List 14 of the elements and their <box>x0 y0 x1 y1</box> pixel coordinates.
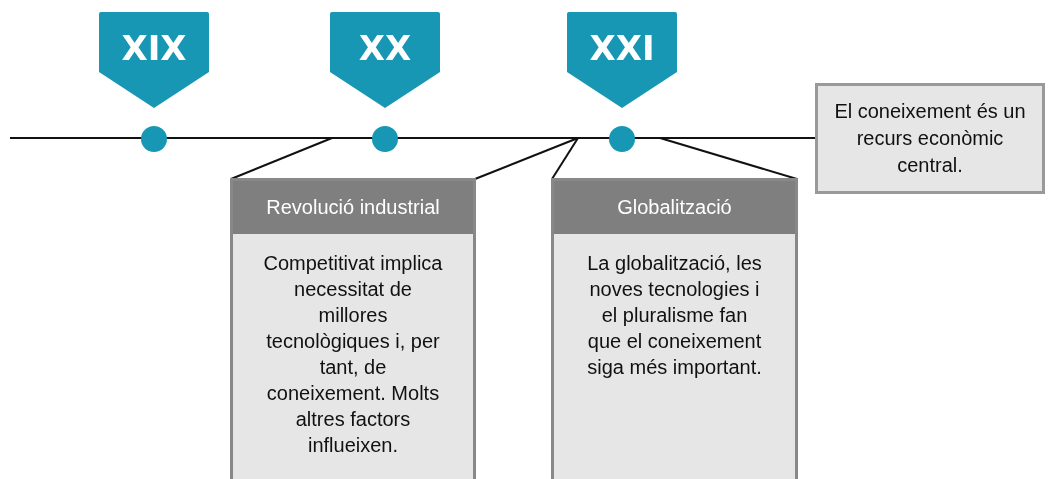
card-heading: Globalització <box>554 181 795 234</box>
timeline-line <box>10 137 815 139</box>
card-heading: Revolució industrial <box>233 181 473 234</box>
note-box: El coneixement és un recurs econòmic central. <box>815 83 1045 194</box>
century-marker: XXI <box>567 12 677 108</box>
period-card <box>551 178 798 479</box>
century-marker: XIX <box>99 12 209 108</box>
card-text: La globalització, les noves tecnologies i el pluralisme fan que el coneixement siga més important. <box>586 251 763 380</box>
period-card <box>230 178 476 479</box>
connector-line <box>551 137 579 180</box>
card-text: Competitivat implica necessitat de millores tecnològiques i, per tant, de coneixement. Molts altres factors influeixen. <box>262 251 444 458</box>
connector-line <box>230 137 333 180</box>
connector-line <box>474 137 579 180</box>
century-marker: XX <box>330 12 440 108</box>
